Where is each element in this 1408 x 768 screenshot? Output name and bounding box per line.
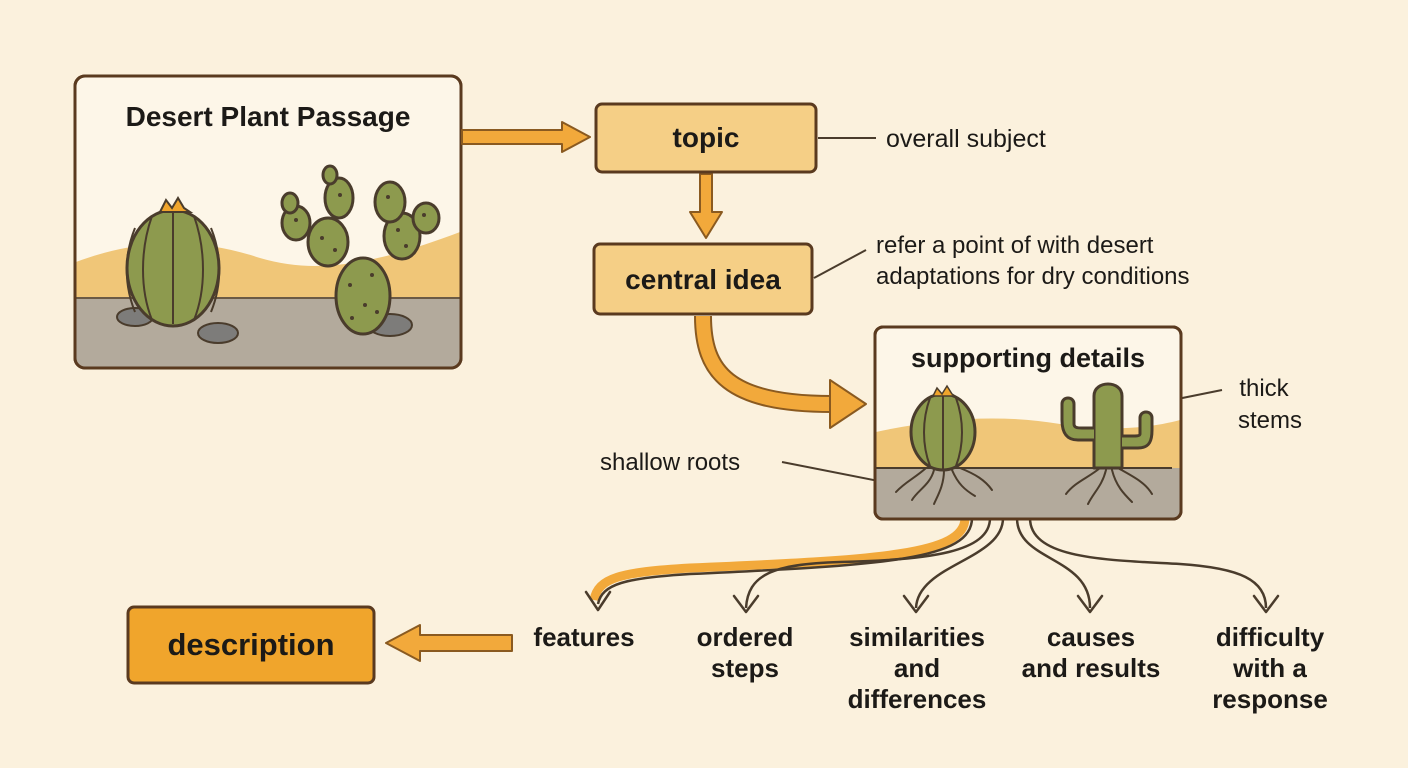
passage-box: Desert Plant Passage	[73, 74, 463, 370]
structure-difficulty-line-3: response	[1212, 684, 1328, 714]
connectors	[385, 121, 1280, 662]
structure-similarities-line-2: and	[894, 653, 940, 683]
cactus-spines	[294, 193, 426, 320]
structure-difficulty-line-2: with a	[1232, 653, 1307, 683]
barrel-cactus-icon	[125, 196, 221, 328]
supporting-details-label: supporting details	[911, 343, 1145, 373]
arrow-passage-to-topic	[461, 121, 591, 153]
structure-ordered-steps-line-1: ordered	[697, 622, 794, 652]
overall-subject-note: overall subject	[886, 125, 1046, 153]
description-label: description	[167, 627, 334, 662]
desert-scene-illustration	[76, 164, 460, 367]
arrow-central-to-support	[694, 315, 867, 429]
arrow-features-to-description	[385, 624, 513, 662]
text-structures: features ordered steps similarities and …	[533, 622, 1327, 714]
structure-features: features	[533, 622, 634, 652]
topic-label: topic	[673, 122, 740, 153]
topic-box: topic	[594, 102, 818, 174]
branch-to-similarities	[902, 517, 1005, 614]
structure-causes-line-2: and results	[1022, 653, 1161, 683]
supporting-details-box: supporting details	[873, 325, 1183, 521]
structure-difficulty-line-1: difficulty	[1216, 622, 1325, 652]
prickly-pear-cactus-icon	[280, 164, 441, 336]
leader-central-idea	[813, 249, 867, 279]
central-idea-note-line-1: refer a point of with desert	[876, 232, 1154, 259]
shallow-roots-icon	[895, 467, 1153, 505]
shallow-roots-note: shallow roots	[600, 449, 740, 476]
structure-similarities-line-1: similarities	[849, 622, 985, 652]
branch-to-ordered-steps	[732, 517, 992, 614]
central-idea-box: central idea	[592, 242, 814, 316]
branch-to-difficulty	[1028, 517, 1280, 614]
supporting-scene-illustration	[876, 382, 1180, 518]
small-barrel-cactus-icon	[909, 384, 977, 472]
structure-similarities-line-3: differences	[848, 684, 987, 714]
description-box: description	[126, 605, 376, 685]
thick-stems-note-line-2: stems	[1238, 407, 1302, 434]
central-idea-note-line-2: adaptations for dry conditions	[876, 263, 1190, 290]
central-idea-label: central idea	[625, 264, 781, 295]
arrow-topic-to-central	[689, 173, 723, 239]
passage-title: Desert Plant Passage	[126, 101, 411, 132]
saguaro-cactus-icon	[1060, 382, 1154, 470]
structure-causes-line-1: causes	[1047, 622, 1135, 652]
thick-stems-note-line-1: thick	[1239, 375, 1289, 402]
structure-ordered-steps-line-2: steps	[711, 653, 779, 683]
branch-to-causes	[1015, 517, 1104, 614]
branch-to-features	[584, 517, 974, 612]
